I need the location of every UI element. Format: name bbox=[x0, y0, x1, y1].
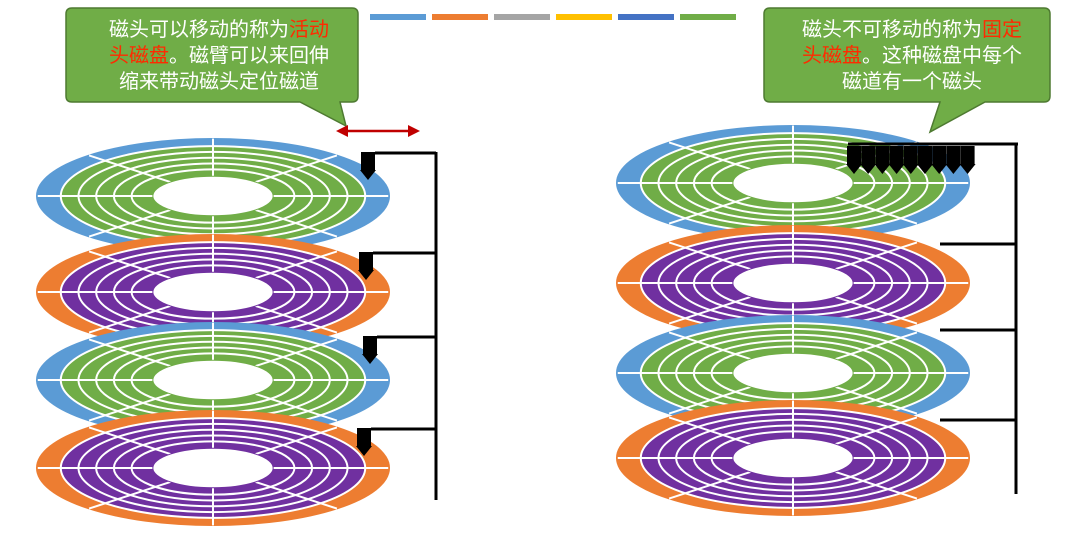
palette-swatch bbox=[494, 14, 550, 20]
sector-line bbox=[88, 338, 171, 368]
right-callout-highlight-2: 头磁盘 bbox=[802, 43, 862, 67]
sector-line bbox=[668, 141, 751, 171]
read-write-head bbox=[874, 146, 891, 174]
sector-line bbox=[255, 480, 338, 510]
sector-line bbox=[255, 338, 338, 368]
spindle-hole bbox=[732, 437, 854, 479]
spindle-hole bbox=[732, 352, 854, 394]
read-write-head bbox=[362, 336, 378, 364]
platter-1 bbox=[36, 138, 390, 254]
sector-line bbox=[668, 416, 751, 446]
right-callout-shape bbox=[763, 7, 1051, 134]
spindle-hole bbox=[152, 175, 274, 217]
spindle-hole bbox=[732, 162, 854, 204]
movable-arm-assembly bbox=[356, 151, 438, 500]
sector-line bbox=[835, 385, 918, 415]
read-write-head bbox=[917, 146, 933, 174]
left-disk-stack bbox=[36, 138, 390, 526]
sector-line bbox=[88, 480, 171, 510]
sector-line bbox=[668, 470, 751, 500]
sector-line bbox=[835, 195, 918, 225]
sector-line bbox=[88, 392, 171, 422]
spindle-hole bbox=[152, 447, 274, 489]
read-write-head bbox=[902, 146, 919, 174]
sector-line bbox=[835, 470, 918, 500]
read-write-head bbox=[360, 152, 376, 180]
sector-line bbox=[255, 392, 338, 422]
palette-swatch bbox=[370, 14, 426, 20]
palette-swatch bbox=[432, 14, 488, 20]
left-callout-shape bbox=[65, 7, 359, 128]
read-write-head bbox=[945, 146, 962, 174]
palette-swatch bbox=[556, 14, 612, 20]
left-callout-highlight-1: 活动 bbox=[289, 17, 329, 41]
platter-3 bbox=[36, 322, 390, 438]
read-write-head bbox=[888, 146, 905, 174]
sector-line bbox=[255, 250, 338, 280]
sector-line bbox=[668, 241, 751, 271]
sector-line bbox=[668, 385, 751, 415]
platter-4 bbox=[36, 410, 390, 526]
spindle-hole bbox=[732, 262, 854, 304]
platter-1 bbox=[616, 125, 970, 241]
sector-line bbox=[835, 295, 918, 325]
read-write-head bbox=[356, 428, 372, 456]
left-callout-line2: 。磁臂可以来回伸 bbox=[169, 43, 329, 67]
sector-line bbox=[255, 304, 338, 334]
read-write-head bbox=[358, 252, 374, 280]
right-callout-text: 磁头不可移动的称为固定 头磁盘。这种磁盘中每个 磁道有一个磁头 bbox=[776, 16, 1048, 94]
read-write-head bbox=[931, 146, 948, 174]
sector-line bbox=[88, 208, 171, 238]
sector-line bbox=[88, 304, 171, 334]
palette-swatch bbox=[680, 14, 736, 20]
sector-line bbox=[255, 154, 338, 184]
right-callout-line2: 。这种磁盘中每个 bbox=[862, 43, 1022, 67]
spindle-hole bbox=[152, 359, 274, 401]
color-palette-bar bbox=[370, 14, 736, 20]
left-callout-line1: 磁头可以移动的称为 bbox=[109, 17, 289, 41]
palette-swatch bbox=[618, 14, 674, 20]
left-callout-text: 磁头可以移动的称为活动 头磁盘。磁臂可以来回伸 缩来带动磁头定位磁道 bbox=[78, 16, 360, 94]
read-write-head bbox=[860, 146, 877, 174]
move-arrow bbox=[336, 125, 420, 137]
read-write-head bbox=[959, 146, 976, 174]
sector-line bbox=[668, 295, 751, 325]
spindle-hole bbox=[152, 271, 274, 313]
sector-line bbox=[255, 208, 338, 238]
right-disk-stack bbox=[616, 125, 970, 516]
left-callout-line3: 缩来带动磁头定位磁道 bbox=[119, 69, 319, 93]
right-callout-line1: 磁头不可移动的称为 bbox=[802, 17, 982, 41]
right-callout-line3: 磁道有一个磁头 bbox=[842, 69, 982, 93]
sector-line bbox=[88, 426, 171, 456]
fixed-arm-assembly bbox=[846, 142, 1018, 494]
sector-line bbox=[88, 250, 171, 280]
sector-line bbox=[88, 154, 171, 184]
sector-line bbox=[835, 241, 918, 271]
sector-line bbox=[668, 195, 751, 225]
sector-line bbox=[255, 426, 338, 456]
sector-line bbox=[835, 331, 918, 361]
platter-4 bbox=[616, 400, 970, 516]
sector-line bbox=[835, 416, 918, 446]
right-callout-highlight-1: 固定 bbox=[982, 17, 1022, 41]
platter-2 bbox=[616, 225, 970, 341]
platter-2 bbox=[36, 234, 390, 350]
read-write-head bbox=[846, 146, 862, 174]
left-callout-highlight-2: 头磁盘 bbox=[109, 43, 169, 67]
sector-line bbox=[668, 331, 751, 361]
